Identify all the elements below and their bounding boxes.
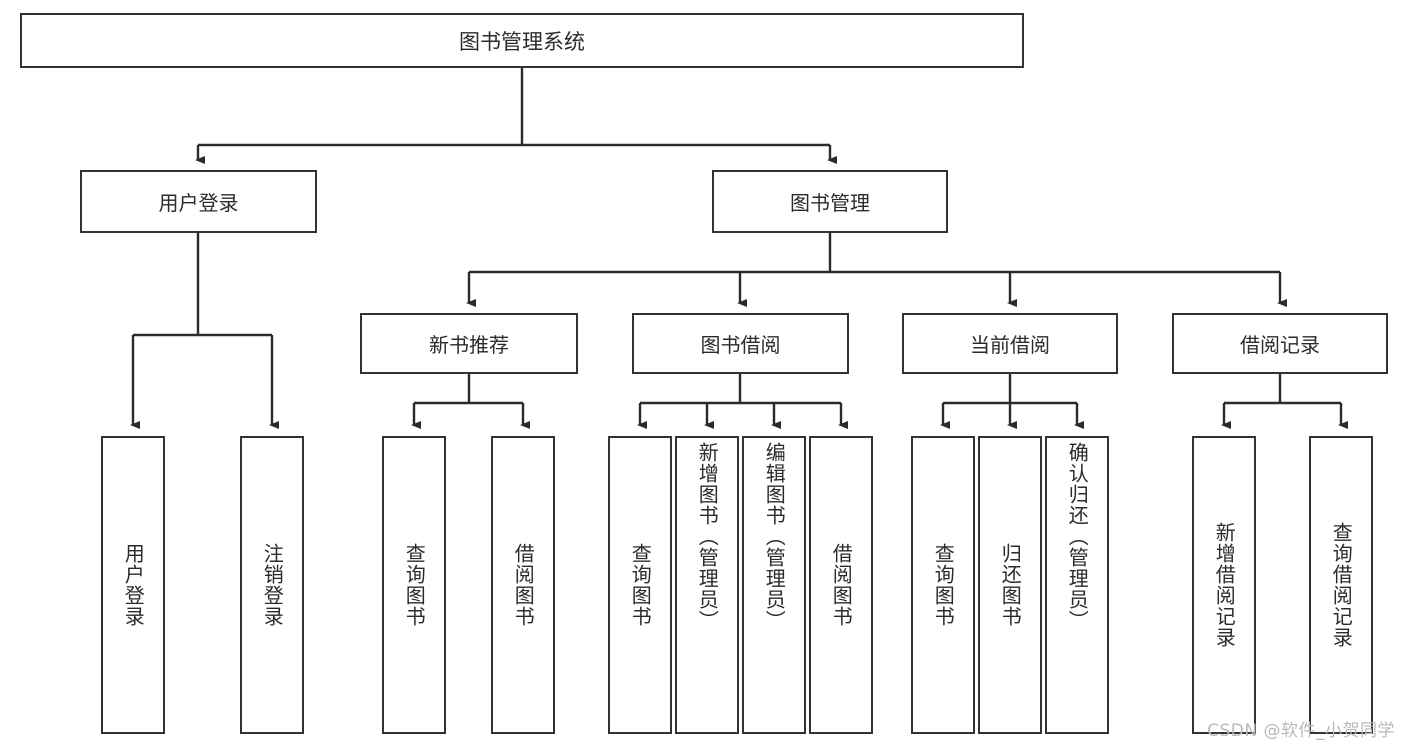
leaf-borrow-records-add-record[interactable]: 新增借阅记录 [1192, 436, 1256, 734]
leaf-label: 编辑图书（管理员） [762, 442, 787, 631]
leaf-label: 新增借阅记录 [1212, 522, 1237, 648]
leaf-label: 用户登录 [121, 543, 146, 627]
leaf-book-borrow-borrow-book[interactable]: 借阅图书 [809, 436, 873, 734]
leaf-book-borrow-add-book[interactable]: 新增图书（管理员） [675, 436, 739, 734]
node-label: 当前借阅 [970, 333, 1050, 357]
node-new-book-recommend[interactable]: 新书推荐 [360, 313, 578, 374]
leaf-label: 查询图书 [402, 543, 427, 627]
leaf-label: 新增图书（管理员） [695, 442, 720, 631]
leaf-book-borrow-edit-book[interactable]: 编辑图书（管理员） [742, 436, 806, 734]
node-borrow-records[interactable]: 借阅记录 [1172, 313, 1388, 374]
node-user-login[interactable]: 用户登录 [80, 170, 317, 233]
leaf-current-borrow-confirm-return[interactable]: 确认归还（管理员） [1045, 436, 1109, 734]
leaf-label: 查询图书 [931, 543, 956, 627]
leaf-label: 确认归还（管理员） [1065, 442, 1090, 631]
node-label: 借阅记录 [1240, 333, 1320, 357]
node-label: 图书管理 [790, 191, 870, 215]
leaf-current-borrow-return-book[interactable]: 归还图书 [978, 436, 1042, 734]
node-book-management[interactable]: 图书管理 [712, 170, 948, 233]
node-label: 图书借阅 [700, 333, 781, 357]
node-label: 图书管理系统 [459, 29, 585, 54]
watermark: CSDN @软件_小贺同学 [1207, 721, 1395, 741]
node-book-borrow[interactable]: 图书借阅 [632, 313, 849, 374]
node-label: 用户登录 [158, 191, 239, 215]
leaf-borrow-records-query-record[interactable]: 查询借阅记录 [1309, 436, 1373, 734]
node-current-borrow[interactable]: 当前借阅 [902, 313, 1118, 374]
leaf-label: 归还图书 [998, 543, 1023, 627]
leaf-new-book-borrow-book[interactable]: 借阅图书 [491, 436, 555, 734]
leaf-label: 查询借阅记录 [1329, 522, 1354, 648]
leaf-current-borrow-query-book[interactable]: 查询图书 [911, 436, 975, 734]
leaf-label: 借阅图书 [511, 543, 536, 627]
leaf-user-login-logout[interactable]: 注销登录 [240, 436, 304, 734]
leaf-user-login-login[interactable]: 用户登录 [101, 436, 165, 734]
leaf-new-book-query-book[interactable]: 查询图书 [382, 436, 446, 734]
leaf-label: 注销登录 [260, 543, 285, 627]
leaf-label: 查询图书 [628, 543, 653, 627]
node-book-management-system[interactable]: 图书管理系统 [20, 13, 1024, 68]
leaf-book-borrow-query-book[interactable]: 查询图书 [608, 436, 672, 734]
leaf-label: 借阅图书 [829, 543, 854, 627]
node-label: 新书推荐 [429, 333, 509, 357]
